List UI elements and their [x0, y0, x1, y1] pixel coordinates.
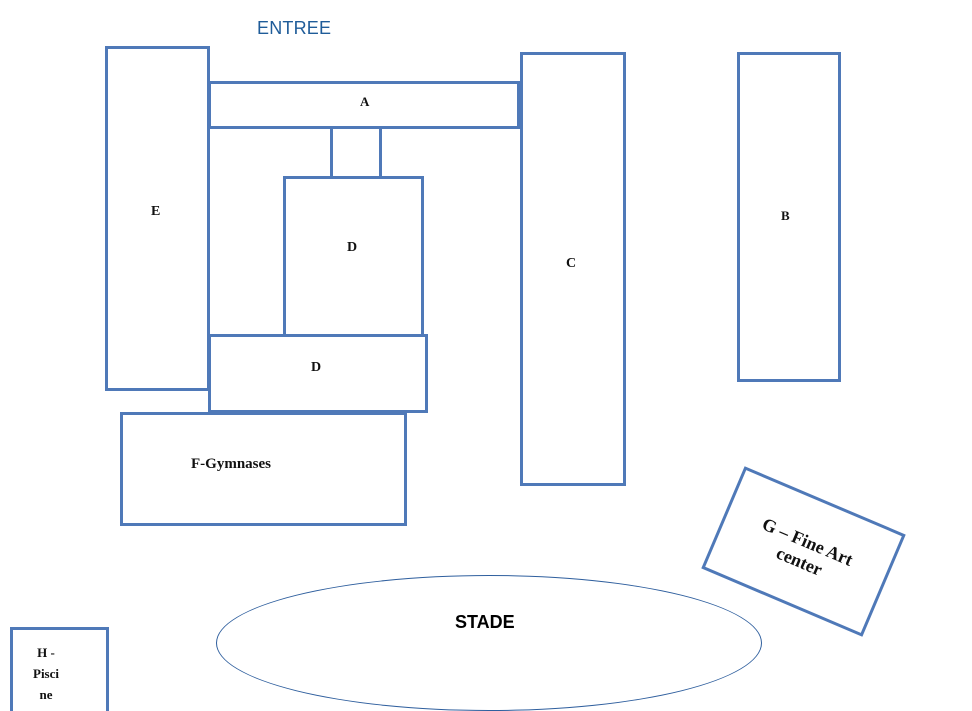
stadium-label: STADE: [455, 612, 515, 632]
entrance-label: ENTREE: [257, 18, 332, 38]
building-b-label: B: [781, 208, 790, 223]
building-h-piscine: [10, 627, 109, 711]
building-e-label: E: [151, 204, 161, 219]
building-d-upper: D: [283, 176, 424, 337]
building-c-label: C: [566, 256, 577, 271]
building-g-label: G – Fine Art center: [759, 513, 856, 580]
building-d-upper-label: D: [347, 240, 358, 255]
building-c: C: [520, 52, 626, 486]
building-a: A: [208, 81, 520, 129]
building-a-label: A: [360, 94, 370, 109]
building-d-lower: D: [208, 334, 428, 413]
building-f-gymnases: F-Gymnases: [120, 412, 407, 526]
building-a-connector: [330, 126, 382, 179]
building-b: B: [737, 52, 841, 382]
building-d-lower-label: D: [311, 360, 322, 375]
building-e: E: [105, 46, 210, 391]
building-f-label: F-Gymnases: [191, 456, 271, 472]
stadium: [216, 575, 762, 711]
building-h-label: H - Pisci ne: [33, 645, 59, 702]
